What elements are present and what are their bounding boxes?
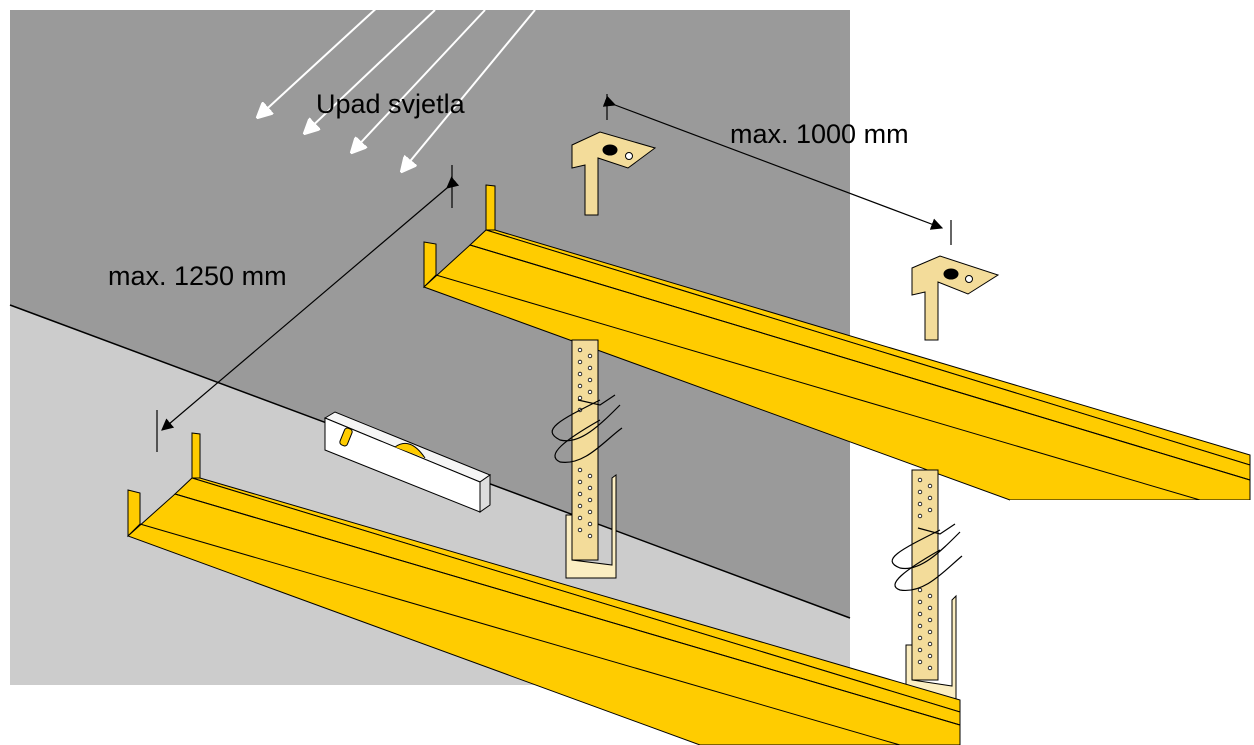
hanger-strip <box>911 469 939 681</box>
hanger-spacing-label: max. 1000 mm <box>730 119 909 149</box>
white-arrow-icon <box>352 9 486 152</box>
light-incidence-label: Upad svjetla <box>316 89 466 119</box>
profile-bottom-face <box>423 244 1251 501</box>
dimension-profiles <box>156 165 460 452</box>
bracket-hole <box>602 144 618 156</box>
bracket-hole <box>943 268 959 280</box>
profile-fold-line <box>139 523 901 745</box>
profile-fold-line <box>435 274 1201 501</box>
hanger-holes <box>577 347 593 539</box>
hanger-bracket <box>911 255 1000 341</box>
wire-clip-icon <box>551 394 623 463</box>
bracket-hole <box>625 152 633 160</box>
bracket-hole <box>965 275 973 283</box>
profile-spacing-label: max. 1250 mm <box>108 261 287 291</box>
dimension-hangers <box>602 94 952 245</box>
hanger-strip <box>571 339 599 561</box>
white-arrow-icon <box>402 9 536 171</box>
profile-bottom-face <box>127 493 961 745</box>
white-arrow-icon <box>258 4 381 117</box>
hanger-clip <box>565 474 617 579</box>
hanger-right <box>891 255 1000 701</box>
hanger-left-lower <box>551 339 623 579</box>
profile-cutoff-mask <box>1010 500 1254 520</box>
wire-clip-icon <box>891 523 963 591</box>
double-arrow-icon <box>602 95 944 230</box>
double-arrow-icon <box>161 176 460 431</box>
profile-flange <box>191 432 201 479</box>
hanger-holes <box>917 477 933 671</box>
white-arrow-icon <box>305 9 436 133</box>
profile-flange <box>485 184 496 231</box>
profile-lower <box>127 432 961 745</box>
light-rays <box>258 4 536 171</box>
profile-fold-line <box>469 244 1251 481</box>
profile-fold-line <box>174 493 961 726</box>
